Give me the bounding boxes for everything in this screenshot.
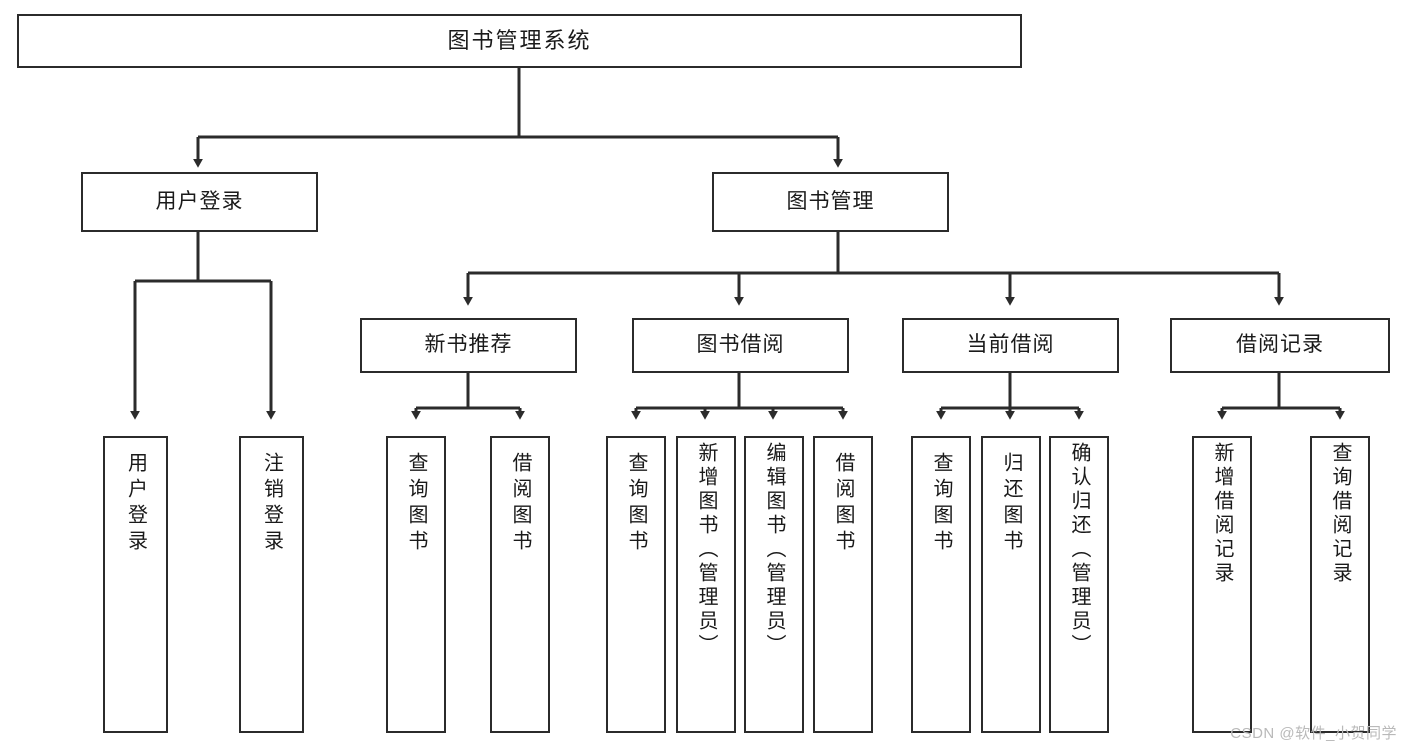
node-new-book-recommend[interactable]: 新书推荐 [360, 318, 577, 373]
node-borrow-record[interactable]: 借阅记录 [1170, 318, 1390, 373]
node-leaf-borrow-book-2-label: 借阅图书 [832, 452, 854, 556]
node-new-book-recommend-label: 新书推荐 [424, 333, 513, 357]
node-leaf-add-book[interactable]: 新增图书（管理员） [676, 436, 736, 733]
node-leaf-borrow-book-1-label: 借阅图书 [509, 452, 531, 556]
node-leaf-query-record-label: 查询借阅记录 [1329, 442, 1351, 586]
node-leaf-confirm-return[interactable]: 确认归还（管理员） [1049, 436, 1109, 733]
node-borrow-record-label: 借阅记录 [1236, 333, 1324, 357]
node-current-borrow-label: 当前借阅 [966, 333, 1055, 357]
node-leaf-add-book-label: 新增图书（管理员） [695, 442, 717, 658]
node-leaf-borrow-book-1[interactable]: 借阅图书 [490, 436, 550, 733]
node-book-borrow[interactable]: 图书借阅 [632, 318, 849, 373]
node-leaf-user-login-label: 用户登录 [124, 452, 147, 556]
node-leaf-query-book-2-label: 查询图书 [625, 452, 647, 556]
node-leaf-add-record[interactable]: 新增借阅记录 [1192, 436, 1252, 733]
node-leaf-logout[interactable]: 注销登录 [239, 436, 304, 733]
node-book-borrow-label: 图书借阅 [696, 333, 785, 357]
node-leaf-user-login[interactable]: 用户登录 [103, 436, 168, 733]
node-leaf-query-book-1-label: 查询图书 [405, 452, 427, 556]
node-current-borrow[interactable]: 当前借阅 [902, 318, 1119, 373]
node-leaf-confirm-return-label: 确认归还（管理员） [1068, 442, 1090, 658]
node-book-manage[interactable]: 图书管理 [712, 172, 949, 232]
node-root-label: 图书管理系统 [447, 28, 592, 54]
node-leaf-edit-book-label: 编辑图书（管理员） [763, 442, 785, 658]
node-leaf-query-record[interactable]: 查询借阅记录 [1310, 436, 1370, 733]
node-leaf-add-record-label: 新增借阅记录 [1211, 442, 1233, 586]
node-leaf-return-book[interactable]: 归还图书 [981, 436, 1041, 733]
node-leaf-edit-book[interactable]: 编辑图书（管理员） [744, 436, 804, 733]
node-leaf-logout-label: 注销登录 [260, 452, 283, 556]
node-book-manage-label: 图书管理 [786, 189, 875, 213]
node-leaf-query-book-3-label: 查询图书 [930, 452, 952, 556]
node-root[interactable]: 图书管理系统 [17, 14, 1022, 68]
node-user-login-label: 用户登录 [155, 189, 244, 213]
node-leaf-query-book-1[interactable]: 查询图书 [386, 436, 446, 733]
node-leaf-query-book-3[interactable]: 查询图书 [911, 436, 971, 733]
csdn-watermark: CSDN @软件_小贺同学 [1230, 725, 1397, 742]
node-leaf-query-book-2[interactable]: 查询图书 [606, 436, 666, 733]
node-leaf-borrow-book-2[interactable]: 借阅图书 [813, 436, 873, 733]
node-user-login[interactable]: 用户登录 [81, 172, 318, 232]
node-leaf-return-book-label: 归还图书 [1000, 452, 1022, 556]
